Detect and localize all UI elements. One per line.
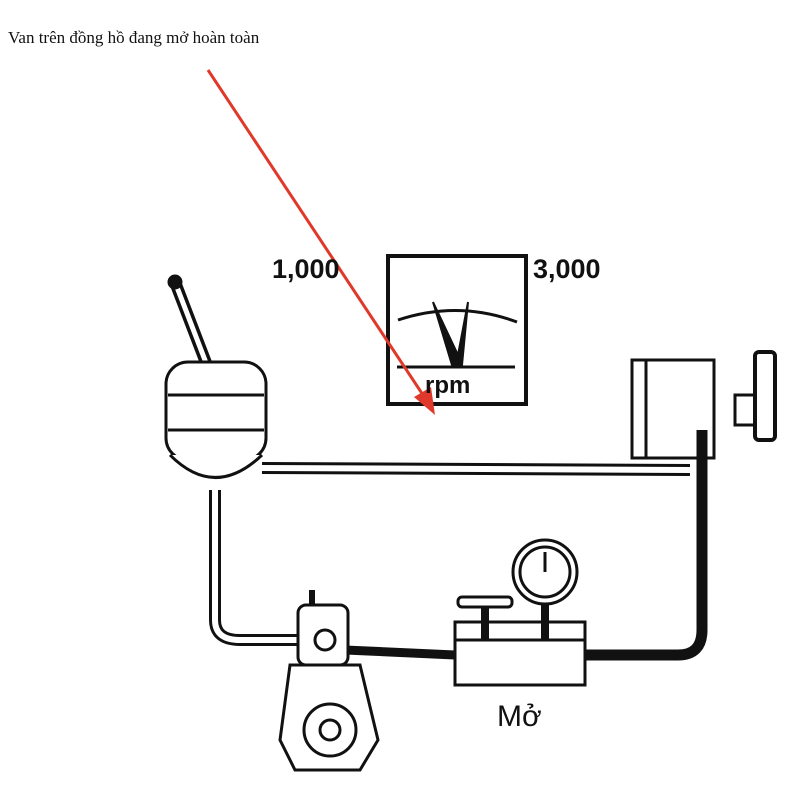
tachometer-high-label: 3,000: [533, 254, 601, 284]
pressure-hose: [585, 430, 708, 661]
valve-handle[interactable]: [456, 595, 514, 609]
tachometer-low-label: 1,000: [272, 254, 340, 284]
tachometer-unit: rpm: [425, 372, 471, 399]
shutoff-valve-block: [453, 620, 587, 687]
caption: Van trên đồng hồ đang mở hoàn toàn: [8, 28, 260, 47]
tachometer-needles: [432, 301, 469, 366]
return-hose: [209, 490, 310, 646]
valve-state-label: Mở: [497, 700, 542, 733]
steering-gear-box: [278, 590, 380, 772]
callout-arrow: [206, 69, 435, 415]
fluid-reservoir: [164, 360, 268, 462]
